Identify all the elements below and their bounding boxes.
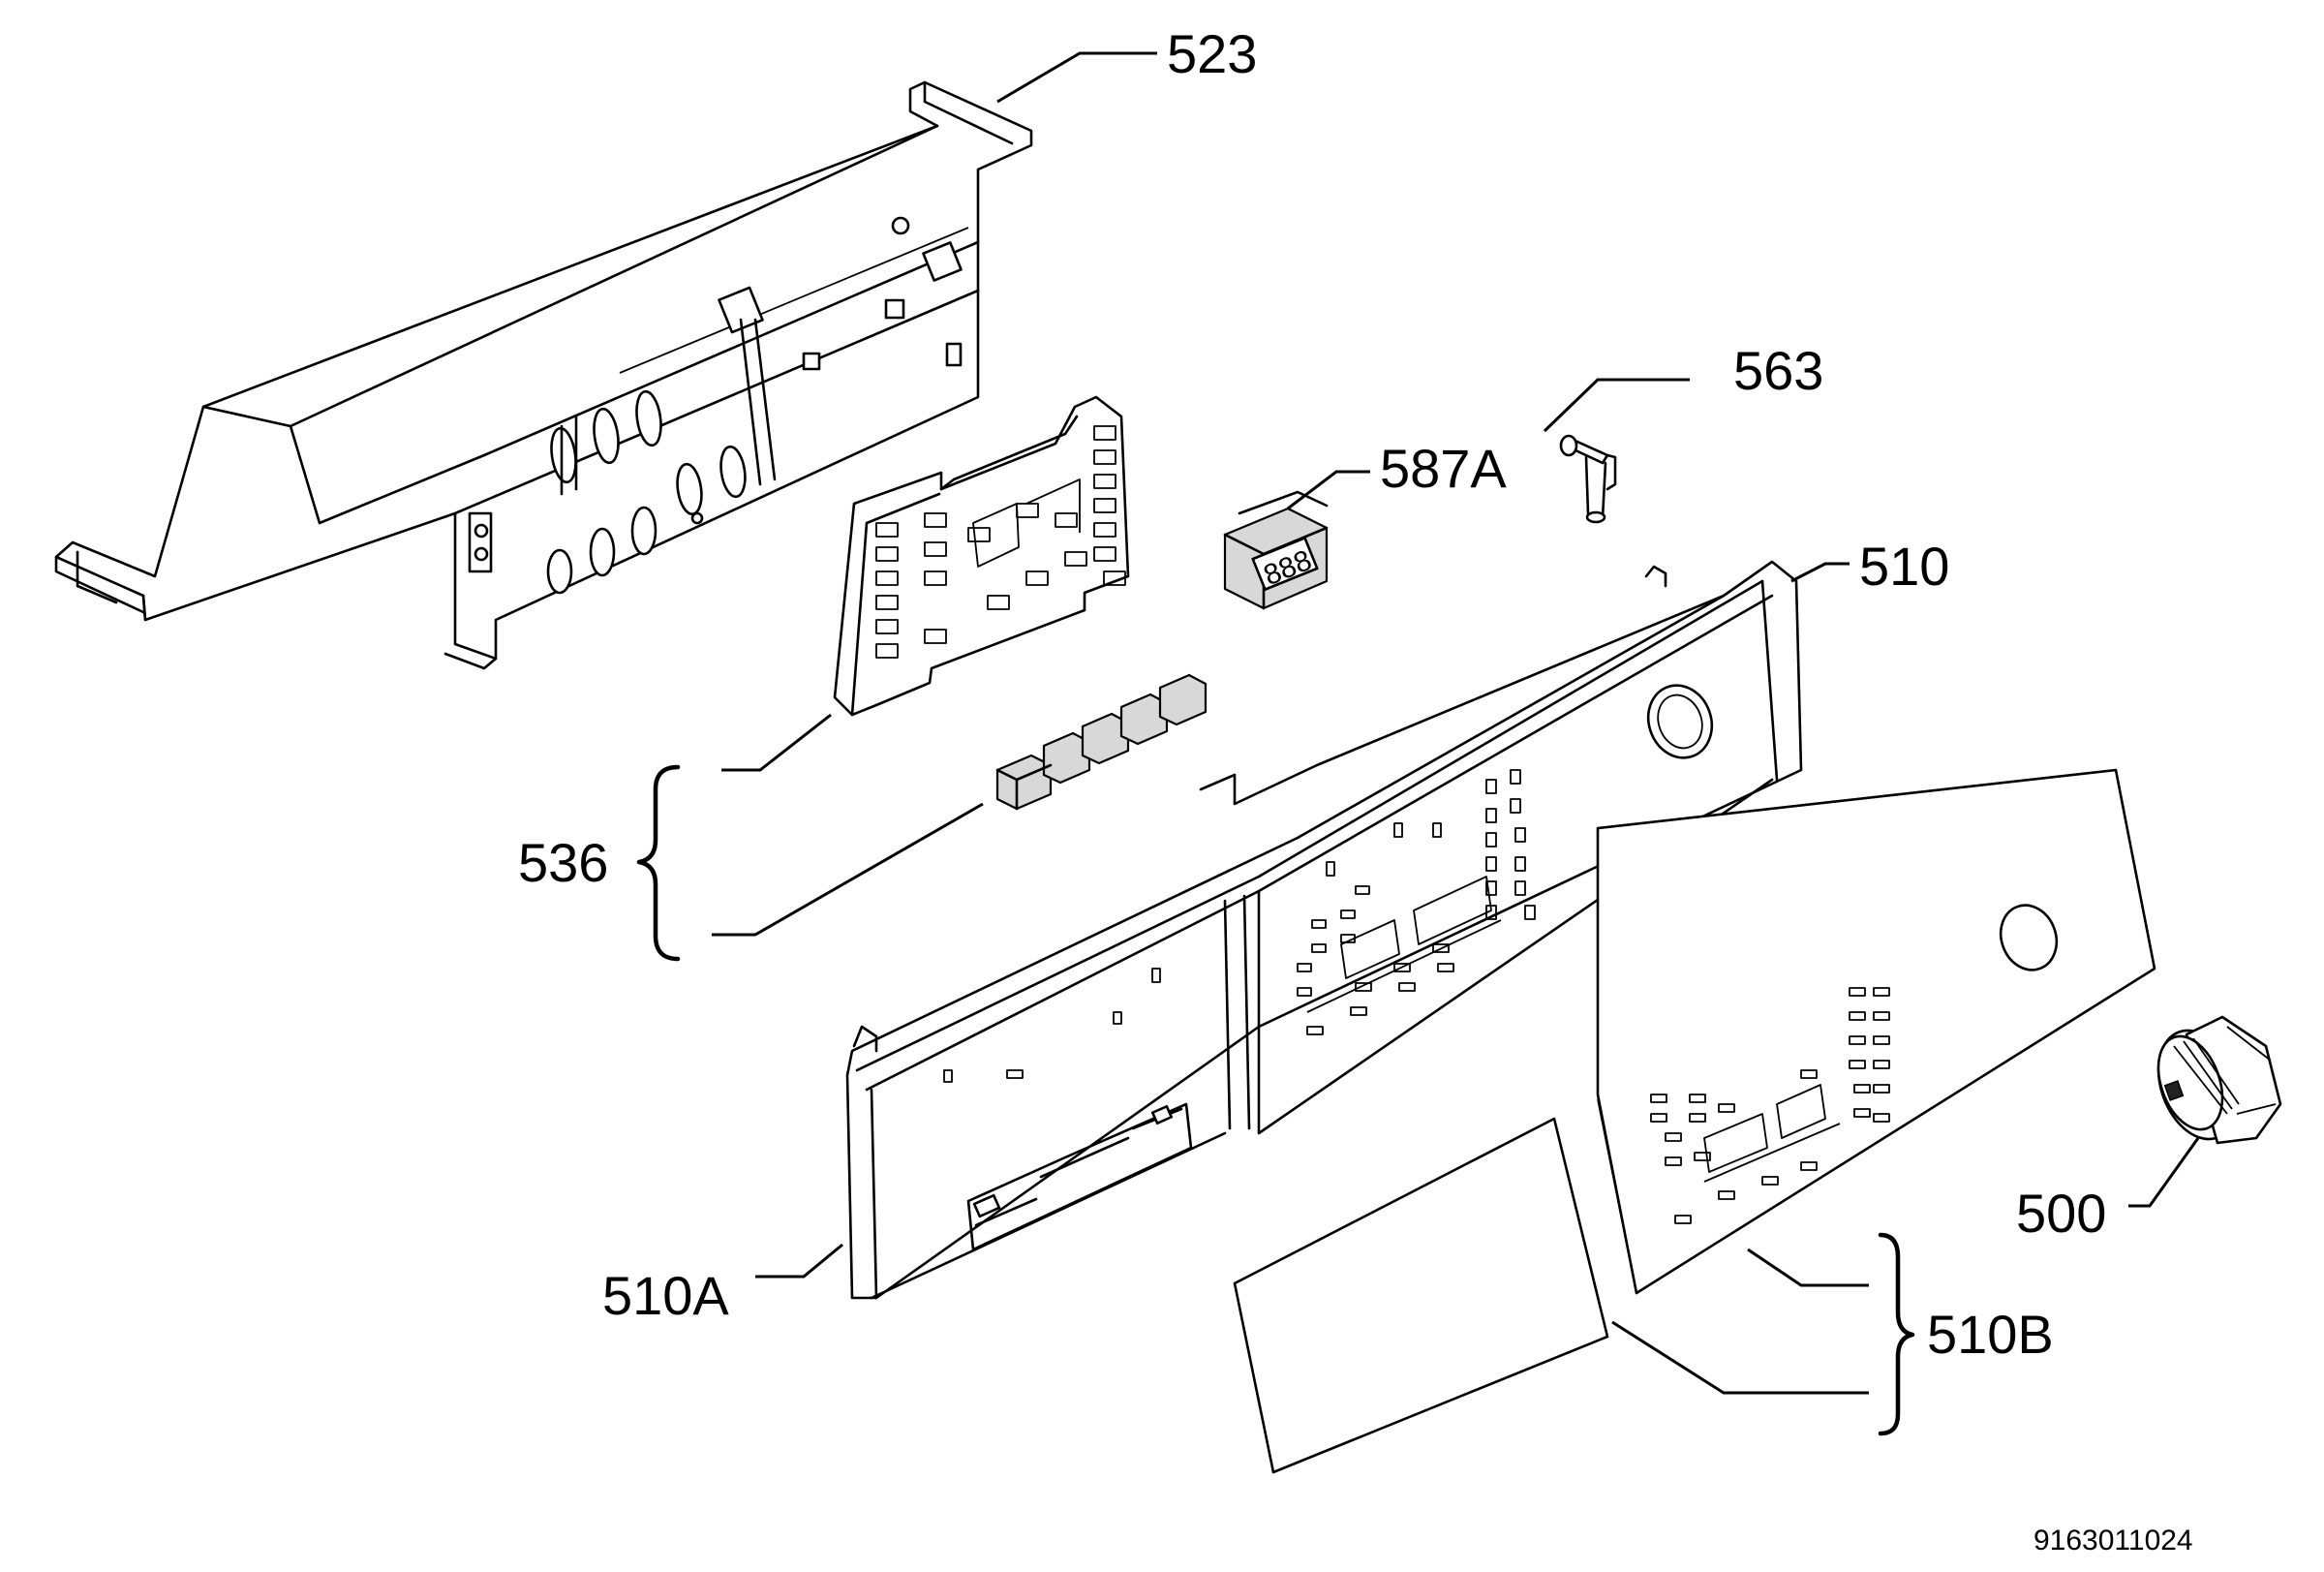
label-523: 523	[1167, 23, 1257, 84]
label-510: 510	[1859, 536, 1949, 597]
part-587a-display-module: 888	[1223, 490, 1329, 610]
part-536-buttons	[995, 673, 1208, 811]
leader-lines	[712, 51, 2200, 1395]
label-510a: 510A	[602, 1265, 729, 1326]
part-536-circuit-board	[833, 395, 1130, 717]
part-563-light-pipe	[1559, 434, 1617, 524]
part-500-knob	[2156, 1015, 2282, 1145]
label-587a: 587A	[1380, 438, 1507, 499]
brace-536	[636, 764, 681, 962]
part-510b-left-overlay	[1233, 1117, 1609, 1474]
label-536: 536	[518, 832, 608, 893]
part-523-bracket	[54, 80, 1033, 670]
label-510b: 510B	[1927, 1304, 2054, 1365]
label-500: 500	[2016, 1183, 2106, 1244]
part-510-control-panel	[845, 560, 1803, 1300]
part-510b-right-overlay	[1596, 768, 2156, 1295]
document-code: 9163011024	[2034, 1525, 2193, 1557]
label-563: 563	[1733, 340, 1823, 401]
brace-510b	[1878, 1232, 1915, 1436]
